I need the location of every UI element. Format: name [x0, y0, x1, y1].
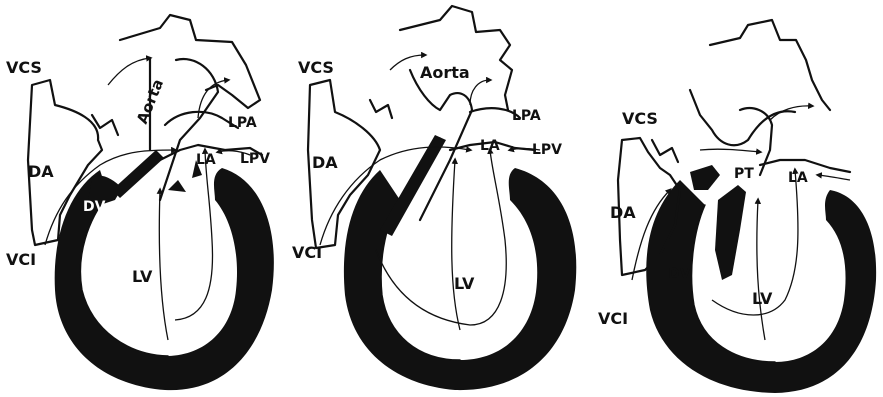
label-la: LA [196, 152, 216, 168]
label-da: DA [610, 203, 636, 222]
aortic-arch-inner [160, 59, 218, 200]
label-lpa: LPA [228, 115, 257, 131]
label-la: LA [480, 138, 500, 154]
label-lv: LV [132, 267, 153, 286]
heart-panel-2: VCS Aorta LPA DA LA LPV VCI LV [292, 6, 576, 390]
label-dv: DV [668, 266, 691, 282]
label-lpa: LPA [512, 108, 541, 124]
label-lpv: LPV [532, 142, 562, 158]
flow-line [757, 200, 765, 340]
venous-notch [652, 140, 678, 162]
label-dv: DV [83, 199, 106, 215]
aortic-arch [710, 20, 830, 110]
label-pt: PT [734, 166, 754, 182]
label-vcs: VCS [6, 58, 42, 77]
flow-line [452, 160, 460, 330]
ductus-stripe [386, 138, 440, 232]
label-aorta: Aorta [133, 77, 167, 127]
flow-line [818, 175, 850, 180]
heart-panel-3: VCS DA PT LA DV VCI LV [598, 20, 876, 393]
flow-line [159, 190, 168, 340]
label-vci: VCI [292, 243, 322, 262]
label-vci: VCI [6, 250, 36, 269]
pt-mass [715, 185, 746, 280]
flow-line [700, 149, 760, 152]
label-vci: VCI [598, 309, 628, 328]
label-da: DA [312, 153, 338, 172]
dv-region [690, 165, 720, 190]
flow-line [108, 58, 150, 85]
label-lv: LV [752, 289, 773, 308]
label-lpv: LPV [240, 151, 270, 167]
label-aorta: Aorta [420, 63, 470, 82]
label-lv: LV [454, 274, 475, 293]
flow-line [470, 80, 490, 105]
label-vcs: VCS [298, 58, 334, 77]
label-vcs: VCS [622, 109, 658, 128]
label-da: DA [28, 162, 54, 181]
heart-panel-1: VCS Aorta LPA DA LA LPV DV VCI LV [6, 15, 274, 390]
aortic-arch-inner [690, 90, 795, 145]
aortic-arch [400, 6, 512, 110]
label-la: LA [788, 170, 808, 186]
venous-notch [92, 115, 118, 135]
venous-notch [370, 100, 392, 118]
